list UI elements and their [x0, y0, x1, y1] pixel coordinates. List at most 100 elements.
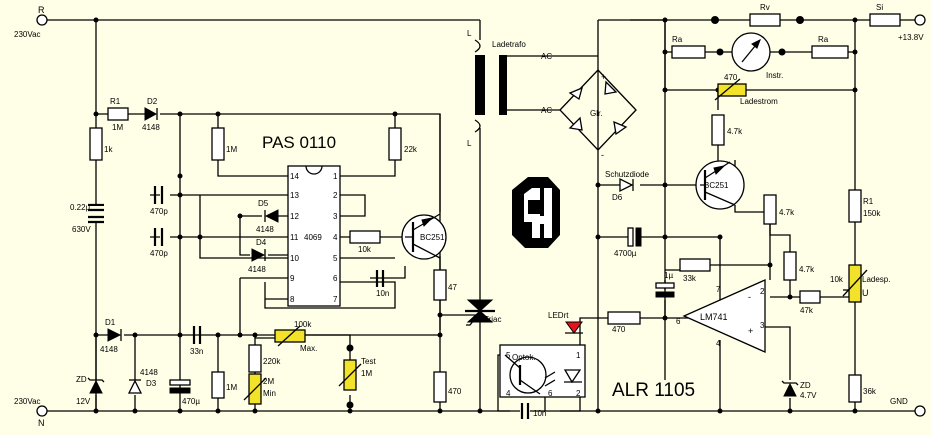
cap-33n-label: 33n [190, 347, 203, 356]
optok-label: Optok. [512, 353, 536, 362]
resistor-10k: 10k [349, 230, 381, 254]
op-pin6: 6 [676, 317, 681, 326]
bc251-b-label: BC251 [704, 181, 729, 190]
r-36k-label: 36k [863, 387, 877, 396]
cap-10n-b-label: 10n [533, 409, 546, 418]
cap-470u-a-label: 470µ [182, 397, 200, 406]
capacitor-10n-a: 10n [375, 270, 389, 298]
test-value: 1M [361, 369, 372, 378]
optok-pin2: 2 [576, 389, 581, 398]
r-22k-label: 22k [404, 145, 418, 154]
cap-4700u-label: 4700µ [614, 249, 637, 258]
ic-pin-left-8: 8 [290, 295, 295, 304]
resistor-ra-right: Ra [811, 35, 849, 59]
ic-pin-left-9: 9 [290, 274, 295, 283]
ic-pin-left-12: 12 [290, 212, 299, 221]
test-pot: Test 1M [338, 344, 376, 409]
ic-pin-left-10: 10 [290, 254, 299, 263]
r-10k-label: 10k [358, 245, 372, 254]
r-220k-label: 220k [263, 357, 281, 366]
junction-dots [93, 17, 858, 414]
cap-470p-a-label: 470p [150, 207, 168, 216]
diode-d4: D4 4148 [248, 238, 267, 274]
optok-pin6: 6 [548, 389, 553, 398]
d4-value: 4148 [248, 265, 266, 274]
transformer-l-top: L [467, 29, 472, 38]
pot-ladesp: 10k Ladesp. U [830, 264, 890, 303]
d1-label: D1 [105, 318, 116, 327]
opamp-triangle [682, 278, 766, 354]
ic-pin-right-5: 5 [333, 254, 338, 263]
r-47k-label: 47k [800, 306, 814, 315]
pot-2m-label: 2M [263, 377, 274, 386]
r1-left-label: R1 [110, 97, 121, 106]
ic-pin-left-14: 14 [290, 172, 299, 181]
optok-pin5: 5 [506, 351, 511, 360]
d3-label: D3 [146, 379, 157, 388]
resistor-47: 47 [433, 269, 457, 301]
pot-2m: 2M Min [243, 373, 276, 405]
pot-100k: 100k Max. [274, 320, 317, 353]
resistor-r1-right: R1 150k [848, 189, 881, 223]
schutzdiode-label: Schutzdiode [605, 170, 650, 179]
terminal-gnd: GND [890, 397, 926, 417]
terminal-n: N 230Vac [14, 397, 48, 428]
ic-pin-right-6: 6 [333, 274, 338, 283]
r-47-label: 47 [448, 283, 457, 292]
zener-left: ZD 12V [76, 375, 105, 406]
resistor-rv: Rv [711, 3, 804, 27]
resistor-36k: 36k [848, 374, 877, 403]
meter-instr: Instr. [716, 32, 786, 80]
ladetrafo-label: Ladetrafo [492, 40, 526, 49]
ra-right-label: Ra [818, 35, 829, 44]
resistor-4k7-b: 4.7k [763, 194, 795, 225]
resistor-33k: 33k [679, 258, 711, 283]
resistor-220k: 220k [248, 344, 281, 373]
lm741-label: LM741 [700, 312, 728, 322]
terminal-n-voltage: 230Vac [14, 397, 41, 406]
cap-1u-label: 1µ [664, 271, 673, 280]
op-pin2: 2 [760, 287, 765, 296]
ic-pin-right-1: 1 [333, 172, 338, 181]
ladesp-label: Ladesp. [862, 275, 890, 284]
ic-pin-right-2: 2 [333, 191, 338, 200]
terminal-n-label: N [38, 418, 45, 428]
r-1k-label: 1k [104, 145, 113, 154]
r-470-a-label: 470 [448, 387, 462, 396]
capacitor-470u-a: 470µ [169, 379, 200, 406]
cap-470p-b-label: 470p [150, 249, 168, 258]
zener-right: ZD 4.7V [781, 380, 817, 400]
cap-10n-a-label: 10n [376, 289, 389, 298]
transformer-l-mid: L [467, 139, 472, 148]
resistor-1m-bottom: 1M [211, 371, 237, 399]
r-4k7-c-label: 4.7k [799, 265, 815, 274]
test-label: Test [361, 357, 376, 366]
d5-label: D5 [258, 199, 269, 208]
r1-left-value: 1M [112, 123, 123, 132]
resistor-1m-top: 1M [211, 127, 237, 161]
d2-label: D2 [147, 97, 158, 106]
cap-630-label: 630V [72, 225, 91, 234]
led-red: LEDrt [548, 311, 583, 334]
ic-pin-right-7: 7 [333, 295, 338, 304]
ac-bottom-label: AC [541, 106, 552, 115]
pot-10k-label: 10k [830, 275, 844, 284]
resistor-ra-left: Ra [671, 35, 706, 59]
op-plus: + [748, 326, 753, 336]
r-1m-a-label: 1M [226, 145, 237, 154]
glr-label: Glr. [590, 109, 602, 118]
d3-value: 4148 [140, 368, 158, 377]
title-alr: ALR 1105 [612, 380, 695, 401]
capacitor-10n-b: 10n [520, 403, 546, 419]
zd-right-value: 4.7V [800, 391, 817, 400]
diode-d6: Schutzdiode D6 [605, 170, 650, 202]
optok-pin1: 1 [576, 351, 581, 360]
ac-top-label: AC [541, 52, 552, 61]
transistor-bc251-left: BC251 [401, 213, 447, 260]
r-470-c-label: 470 [724, 73, 738, 82]
capacitor-022: 0.22µ 630V [70, 203, 104, 234]
